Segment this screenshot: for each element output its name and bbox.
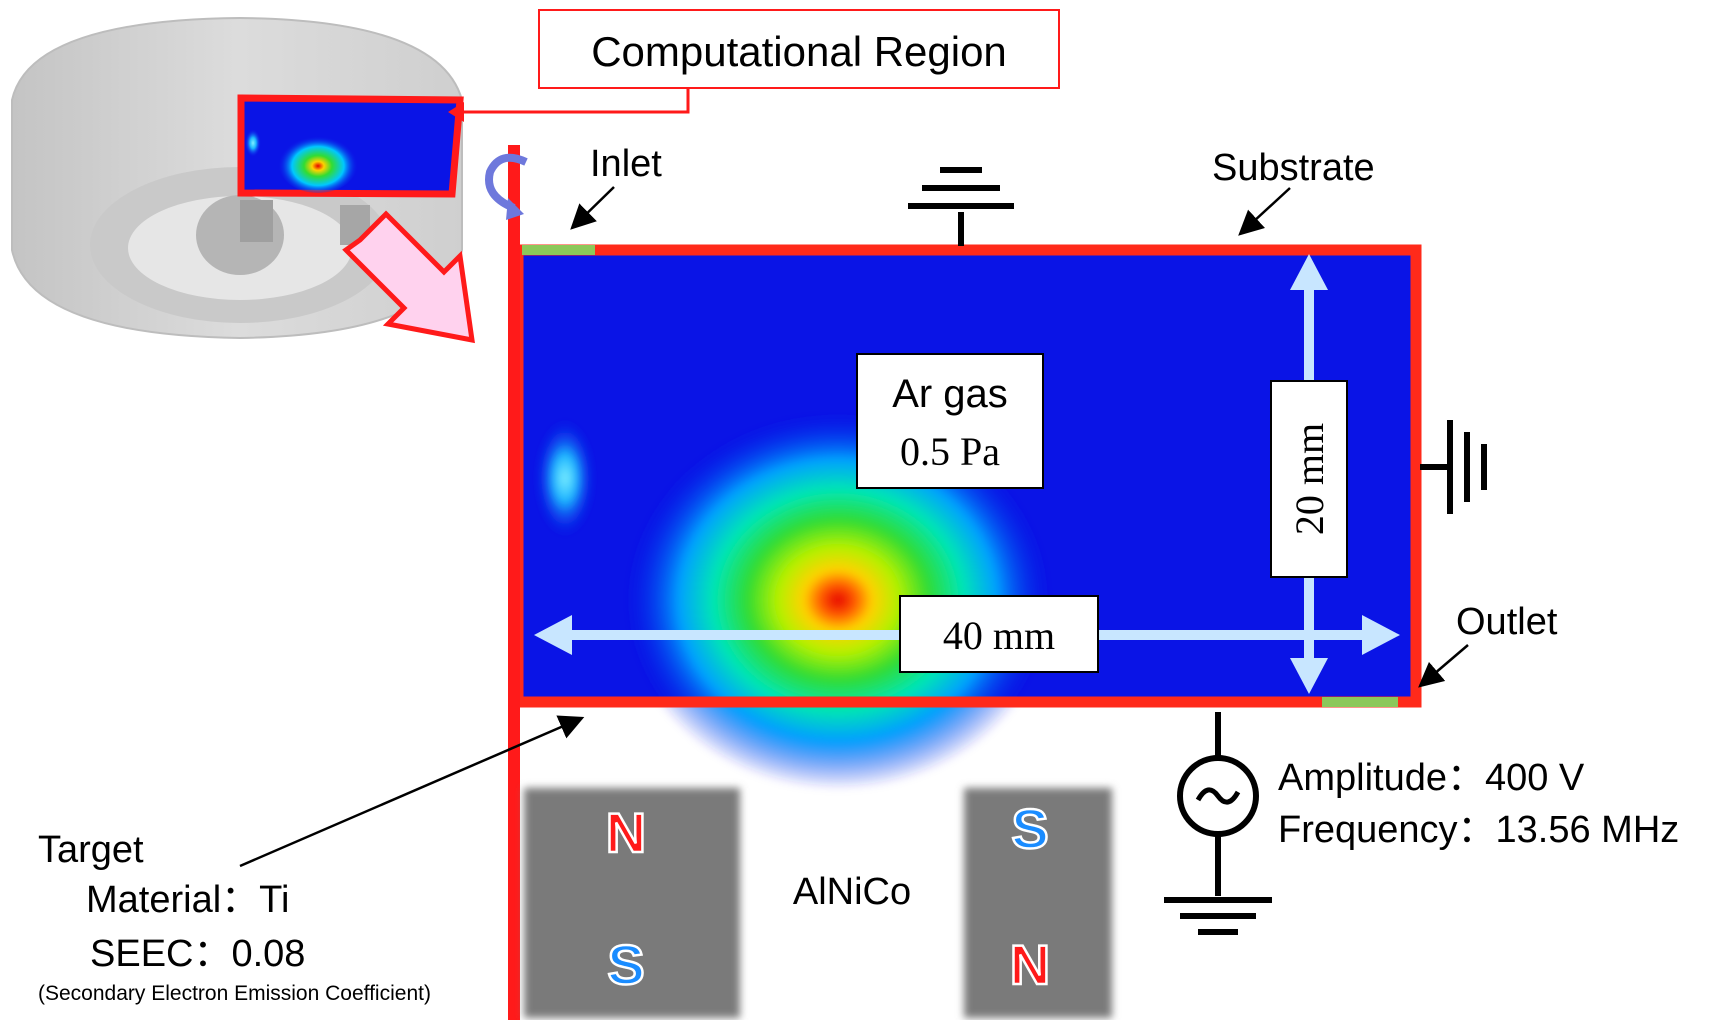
computational-region-box xyxy=(538,9,1060,89)
magnet-left-top-pole: N xyxy=(606,801,646,864)
magnet-left: N S xyxy=(524,788,740,1018)
computational-region-label: Computational Region xyxy=(591,28,1007,75)
magnet-left-bottom-pole: S xyxy=(607,933,644,996)
width-dimension-label: 40 mm xyxy=(943,613,1055,658)
plasma-plume xyxy=(623,410,1053,790)
frequency-label: Frequency：13.56 MHz xyxy=(1278,809,1679,851)
magnet-material-label: AlNiCo xyxy=(793,871,911,913)
inlet-segment xyxy=(522,245,595,255)
outlet-label: Outlet xyxy=(1456,601,1558,643)
chamber-3d-thumbnail xyxy=(11,16,464,340)
rotation-arrow-icon xyxy=(485,153,528,212)
height-dimension-box xyxy=(1270,380,1348,578)
magnet-right-bottom-pole: N xyxy=(1010,933,1050,996)
width-dimension-box xyxy=(899,595,1099,673)
gas-info-box xyxy=(856,353,1044,489)
rf-source-symbol xyxy=(1164,712,1272,935)
computational-region-pointer xyxy=(464,88,690,114)
target-material: Material：Ti xyxy=(86,879,289,921)
target-seec: SEEC：0.08 xyxy=(90,933,305,975)
seec-definition: (Secondary Electron Emission Coefficient… xyxy=(38,982,431,1005)
target-pointer xyxy=(239,715,585,868)
computational-region-inset xyxy=(237,94,464,198)
magnet-right-top-pole: S xyxy=(1011,797,1048,860)
magnet-right: S N xyxy=(964,788,1112,1018)
pressure-label: 0.5 Pa xyxy=(900,429,1000,474)
amplitude-label: Amplitude：400 V xyxy=(1278,757,1585,799)
ground-symbol-right xyxy=(1420,420,1487,514)
outlet-pointer xyxy=(1418,644,1469,688)
substrate-pointer xyxy=(1238,187,1291,236)
substrate-label: Substrate xyxy=(1212,147,1375,189)
ground-symbol-top xyxy=(908,167,1014,246)
gas-label: Ar gas xyxy=(892,372,1008,416)
inlet-label: Inlet xyxy=(590,143,662,185)
zoom-direction-arrow xyxy=(342,210,475,344)
outlet-segment xyxy=(1322,697,1398,707)
plasma-glow-side xyxy=(535,418,595,538)
target-title: Target xyxy=(38,829,144,871)
rotation-axis-line xyxy=(508,145,520,1020)
height-dimension-label: 20 mm xyxy=(1287,423,1332,535)
inlet-pointer xyxy=(570,186,615,230)
